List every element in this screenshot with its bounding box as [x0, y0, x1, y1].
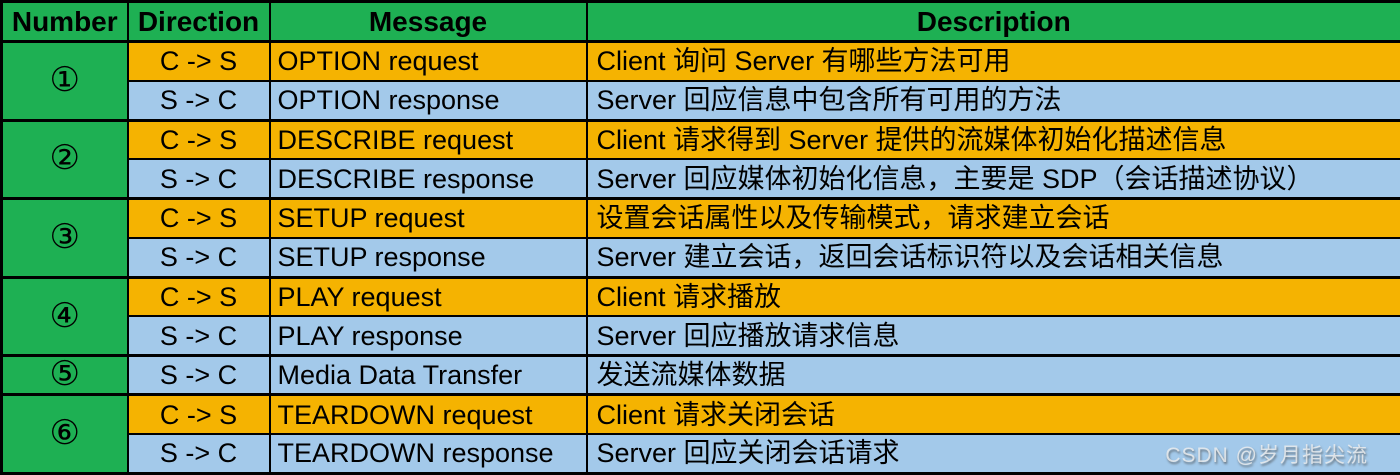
- table-row: S -> C DESCRIBE response Server 回应媒体初始化信…: [2, 158, 1400, 200]
- direction-cell: C -> S: [126, 275, 271, 318]
- table-row: ④ C -> S PLAY request Client 请求播放: [0, 275, 1400, 357]
- table-row: S -> C OPTION response Server 回应信息中包含所有可…: [2, 79, 1400, 122]
- message-cell: TEARDOWN request: [268, 393, 588, 436]
- number-cell-5: ⑤: [0, 354, 129, 396]
- description-cell: Client 询问 Server 有哪些方法可用: [585, 39, 1400, 82]
- message-cell: SETUP response: [268, 236, 588, 279]
- table-row: ③ C -> S SETUP request 设置会话属性以及传输模式，请求建立…: [0, 197, 1400, 279]
- message-cell: DESCRIBE response: [268, 158, 588, 200]
- direction-cell: S -> C: [126, 354, 271, 396]
- number-cell-2: ②: [0, 118, 129, 200]
- direction-cell: S -> C: [126, 315, 271, 357]
- direction-cell: C -> S: [126, 118, 271, 161]
- col-header-message: Message: [268, 0, 588, 43]
- direction-cell: C -> S: [126, 197, 271, 239]
- table-row: S -> C SETUP response Server 建立会话，返回会话标识…: [2, 236, 1400, 279]
- description-cell: 发送流媒体数据: [585, 354, 1400, 396]
- col-header-description: Description: [585, 0, 1400, 43]
- message-cell: DESCRIBE request: [268, 118, 588, 161]
- message-cell: OPTION request: [268, 39, 588, 82]
- direction-cell: S -> C: [126, 433, 271, 475]
- message-cell: TEARDOWN response: [268, 433, 588, 475]
- number-cell-3: ③: [0, 197, 129, 279]
- description-cell: Server 回应播放请求信息: [585, 315, 1400, 357]
- table-row: ① C -> S OPTION request Client 询问 Server…: [0, 39, 1400, 122]
- table-row: ② C -> S DESCRIBE request Client 请求得到 Se…: [0, 118, 1400, 200]
- direction-cell: S -> C: [126, 236, 271, 279]
- table-row: ⑥ C -> S TEARDOWN request Client 请求关闭会话: [0, 393, 1400, 475]
- message-cell: PLAY response: [268, 315, 588, 357]
- table-row: S -> C TEARDOWN response Server 回应关闭会话请求: [2, 433, 1400, 475]
- col-header-number: Number: [0, 0, 129, 43]
- number-cell-1: ①: [0, 40, 129, 122]
- description-cell: Server 回应信息中包含所有可用的方法: [585, 79, 1400, 122]
- message-cell: OPTION response: [268, 79, 588, 122]
- table-row: ⑤ S -> C Media Data Transfer 发送流媒体数据: [0, 354, 1400, 396]
- number-cell-4: ④: [0, 275, 129, 357]
- message-cell: SETUP request: [268, 197, 588, 239]
- description-cell: Server 建立会话，返回会话标识符以及会话相关信息: [585, 236, 1400, 279]
- message-cell: PLAY request: [268, 275, 588, 318]
- description-cell: Server 回应关闭会话请求: [585, 433, 1400, 475]
- message-cell: Media Data Transfer: [268, 354, 588, 396]
- direction-cell: C -> S: [126, 393, 271, 436]
- header-row: Number Direction Message Description: [0, 0, 1400, 43]
- description-cell: Client 请求关闭会话: [585, 393, 1400, 436]
- description-cell: Server 回应媒体初始化信息，主要是 SDP（会话描述协议）: [585, 158, 1400, 200]
- direction-cell: C -> S: [126, 39, 271, 82]
- description-cell: Client 请求得到 Server 提供的流媒体初始化描述信息: [585, 118, 1400, 161]
- description-cell: 设置会话属性以及传输模式，请求建立会话: [585, 197, 1400, 239]
- direction-cell: S -> C: [126, 158, 271, 200]
- number-cell-6: ⑥: [0, 393, 129, 475]
- description-cell: Client 请求播放: [585, 275, 1400, 318]
- col-header-direction: Direction: [126, 0, 271, 43]
- table-row: S -> C PLAY response Server 回应播放请求信息: [2, 315, 1400, 357]
- direction-cell: S -> C: [126, 79, 271, 122]
